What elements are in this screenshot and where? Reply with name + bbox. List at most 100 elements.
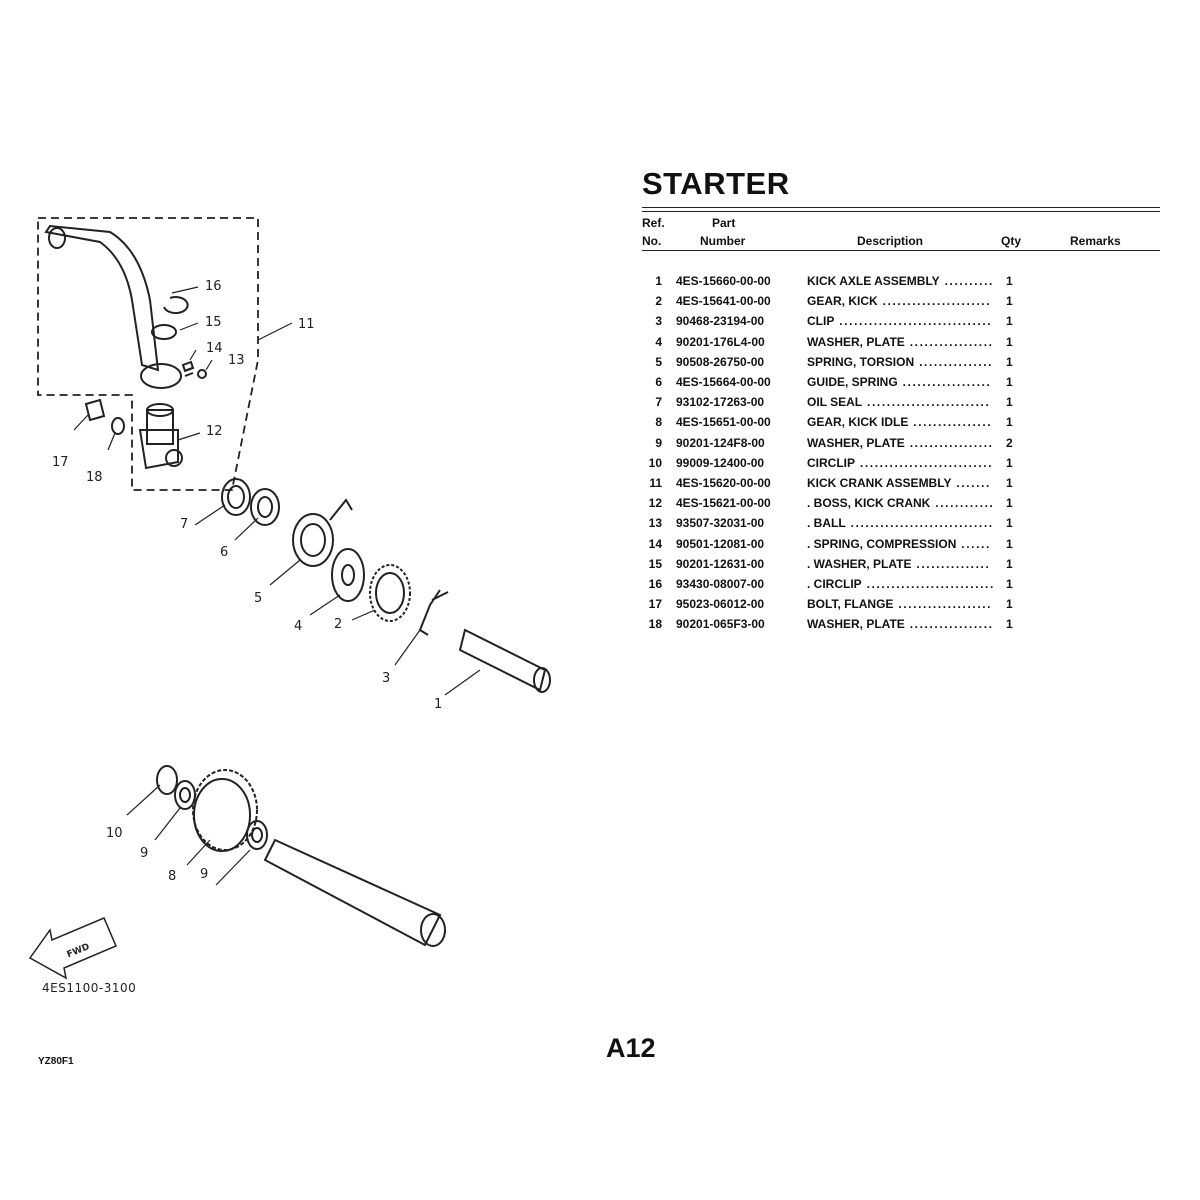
callout: 1 bbox=[434, 697, 442, 712]
description: CLIP ............................... bbox=[807, 314, 993, 329]
leader-dots: ............................... bbox=[834, 314, 993, 329]
part-number: 4ES-15621-00-00 bbox=[676, 496, 771, 511]
part-number: 90201-12631-00 bbox=[676, 556, 765, 571]
qty: 1 bbox=[1006, 354, 1013, 369]
description: GUIDE, SPRING .................. bbox=[807, 375, 992, 389]
callout: 4 bbox=[294, 619, 302, 634]
ref-no: 5 bbox=[655, 354, 662, 369]
callout: 15 bbox=[205, 315, 222, 330]
callout: 5 bbox=[254, 591, 262, 606]
title-rule bbox=[642, 211, 1160, 212]
ref-no: 14 bbox=[648, 536, 662, 551]
part-number: 90501-12081-00 bbox=[676, 536, 765, 551]
qty: 1 bbox=[1006, 455, 1013, 470]
leader-dots: ....... bbox=[951, 476, 991, 490]
callout: 10 bbox=[106, 826, 123, 841]
leader-dots: ............ bbox=[930, 496, 995, 511]
ref-no: 4 bbox=[655, 334, 662, 349]
leader-dots: ...... bbox=[956, 536, 991, 551]
description: . BOSS, KICK CRANK ............ bbox=[807, 496, 995, 511]
page-number: A12 bbox=[606, 1033, 656, 1063]
part-number: 4ES-15620-00-00 bbox=[676, 476, 771, 490]
title-rule bbox=[642, 207, 1160, 208]
qty: 1 bbox=[1006, 597, 1013, 612]
part-number: 90201-065F3-00 bbox=[676, 617, 765, 632]
part-number: 93430-08007-00 bbox=[676, 577, 765, 591]
qty: 1 bbox=[1006, 334, 1013, 349]
leader-dots: ................... bbox=[893, 597, 993, 612]
description: WASHER, PLATE ................. bbox=[807, 435, 994, 450]
qty: 1 bbox=[1006, 577, 1013, 591]
description: . WASHER, PLATE ............... bbox=[807, 556, 991, 571]
leader-dots: ............... bbox=[914, 354, 994, 369]
description: . BALL ............................. bbox=[807, 516, 994, 531]
ref-no: 1 bbox=[655, 274, 662, 288]
callout-labels: 16 15 11 14 13 12 17 18 7 6 5 4 2 3 1 10… bbox=[42, 279, 442, 995]
leader-dots: ................. bbox=[904, 334, 994, 349]
callout: 8 bbox=[168, 869, 176, 884]
leader-dots: .................. bbox=[897, 375, 992, 389]
callout: 12 bbox=[206, 424, 223, 439]
qty: 2 bbox=[1006, 435, 1013, 450]
header-no: No. bbox=[642, 234, 662, 248]
description: . SPRING, COMPRESSION ...... bbox=[807, 536, 991, 551]
callout: 17 bbox=[52, 455, 69, 470]
kick-axle bbox=[458, 628, 547, 692]
qty: 1 bbox=[1006, 496, 1013, 511]
description: GEAR, KICK ...................... bbox=[807, 294, 992, 309]
description: CIRCLIP ........................... bbox=[807, 455, 994, 470]
leader-dots: ................. bbox=[904, 617, 994, 632]
table-row: 14 90501-12081-00 . SPRING, COMPRESSION ..… bbox=[642, 536, 1062, 552]
fwd-arrow-icon bbox=[28, 917, 117, 980]
callout: 16 bbox=[205, 279, 222, 294]
ref-no: 3 bbox=[655, 314, 662, 329]
part-number: 95023-06012-00 bbox=[676, 597, 765, 612]
callout: 18 bbox=[86, 470, 103, 485]
part-number: 90201-176L4-00 bbox=[676, 334, 765, 349]
ref-no: 8 bbox=[655, 415, 662, 430]
callout: 2 bbox=[334, 617, 342, 632]
ref-no: 16 bbox=[648, 577, 662, 591]
page-title: STARTER bbox=[642, 166, 790, 201]
main-shaft bbox=[263, 838, 442, 947]
table-row: 12 4ES-15621-00-00 . BOSS, KICK CRANK ....… bbox=[642, 495, 1062, 511]
ref-no: 11 bbox=[649, 476, 662, 490]
part-number: 4ES-15664-00-00 bbox=[676, 375, 771, 389]
leader-dots: .......... bbox=[939, 274, 994, 288]
exploded-parts-diagram: 16 15 11 14 13 12 17 18 7 6 5 4 2 3 1 10… bbox=[28, 217, 551, 995]
header-remarks: Remarks bbox=[1070, 234, 1121, 248]
kick-lever bbox=[44, 224, 160, 372]
qty: 1 bbox=[1006, 476, 1013, 490]
header-rule bbox=[642, 250, 1160, 251]
header-number: Number bbox=[700, 234, 746, 248]
callout: 3 bbox=[382, 671, 390, 686]
ref-no: 9 bbox=[655, 435, 662, 450]
description: WASHER, PLATE ................. bbox=[807, 334, 994, 349]
qty: 1 bbox=[1006, 415, 1013, 430]
qty: 1 bbox=[1006, 314, 1013, 329]
part-number: 90468-23194-00 bbox=[676, 314, 765, 329]
ref-no: 12 bbox=[648, 496, 662, 511]
description: OIL SEAL ......................... bbox=[807, 395, 991, 410]
callout: 6 bbox=[220, 545, 228, 560]
qty: 1 bbox=[1006, 294, 1013, 309]
ref-no: 17 bbox=[648, 597, 662, 612]
leader-dots: ........................... bbox=[855, 455, 994, 470]
qty: 1 bbox=[1006, 556, 1013, 571]
callout: 7 bbox=[180, 517, 188, 532]
part-number: 4ES-15660-00-00 bbox=[676, 274, 771, 288]
header-ref: Ref. bbox=[642, 216, 665, 230]
table-row: 3 90468-23194-00 CLIP ....................… bbox=[642, 313, 1062, 329]
description: WASHER, PLATE ................. bbox=[807, 617, 994, 632]
